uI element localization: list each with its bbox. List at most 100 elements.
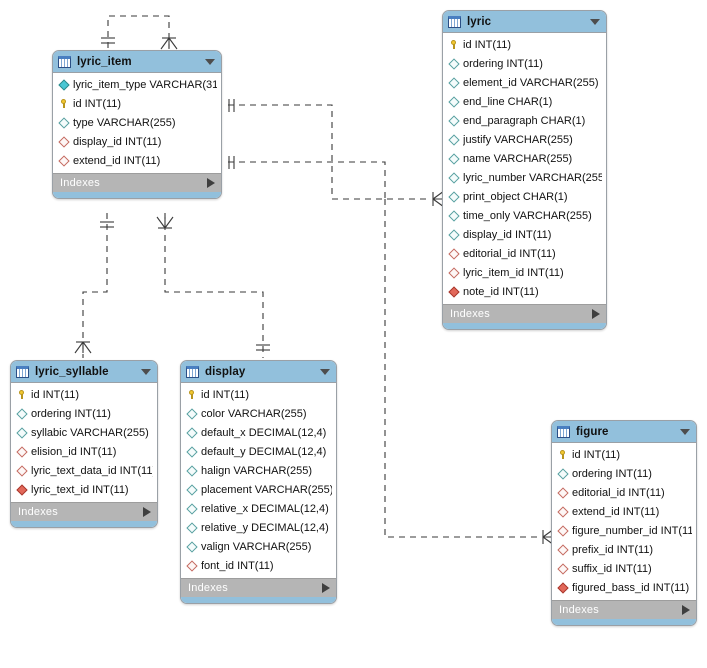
indexes-section-display[interactable]: Indexes bbox=[181, 578, 336, 597]
table-figure[interactable]: figure id INT(11) ordering INT(11) edito… bbox=[551, 420, 697, 626]
field-row[interactable]: editorial_id INT(11) bbox=[552, 483, 696, 502]
table-header-lyric_syllable[interactable]: lyric_syllable bbox=[11, 361, 157, 383]
field-row[interactable]: figured_bass_id INT(11) bbox=[552, 578, 696, 597]
field-label: end_line CHAR(1) bbox=[463, 95, 553, 108]
field-row[interactable]: suffix_id INT(11) bbox=[552, 559, 696, 578]
indexes-label: Indexes bbox=[188, 582, 228, 594]
field-row[interactable]: color VARCHAR(255) bbox=[181, 404, 336, 423]
table-header-lyric[interactable]: lyric bbox=[443, 11, 606, 33]
field-row[interactable]: id INT(11) bbox=[443, 35, 606, 54]
chevron-right-icon[interactable] bbox=[143, 507, 151, 517]
field-row[interactable]: syllabic VARCHAR(255) bbox=[11, 423, 157, 442]
column-icon bbox=[557, 468, 568, 479]
field-label: valign VARCHAR(255) bbox=[201, 540, 312, 553]
field-row[interactable]: ordering INT(11) bbox=[11, 404, 157, 423]
field-row[interactable]: default_x DECIMAL(12,4) bbox=[181, 423, 336, 442]
chevron-down-icon[interactable] bbox=[680, 428, 690, 435]
foreign-key-icon bbox=[58, 136, 69, 147]
table-header-lyric_item[interactable]: lyric_item bbox=[53, 51, 221, 73]
field-list: id INT(11) ordering INT(11) element_id V… bbox=[443, 33, 606, 304]
field-row[interactable]: lyric_number VARCHAR(255) bbox=[443, 168, 606, 187]
column-icon bbox=[186, 446, 197, 457]
field-row[interactable]: prefix_id INT(11) bbox=[552, 540, 696, 559]
column-icon bbox=[16, 427, 27, 438]
field-row[interactable]: elision_id INT(11) bbox=[11, 442, 157, 461]
field-row[interactable]: font_id INT(11) bbox=[181, 556, 336, 575]
field-label: ordering INT(11) bbox=[463, 57, 543, 70]
field-row[interactable]: note_id INT(11) bbox=[443, 282, 606, 301]
field-label: time_only VARCHAR(255) bbox=[463, 209, 592, 222]
column-icon bbox=[16, 408, 27, 419]
field-row[interactable]: justify VARCHAR(255) bbox=[443, 130, 606, 149]
chevron-right-icon[interactable] bbox=[682, 605, 690, 615]
table-bottom-strip bbox=[443, 323, 606, 329]
field-row[interactable]: time_only VARCHAR(255) bbox=[443, 206, 606, 225]
chevron-right-icon[interactable] bbox=[592, 309, 600, 319]
field-label: relative_y DECIMAL(12,4) bbox=[201, 521, 329, 534]
chevron-down-icon[interactable] bbox=[141, 368, 151, 375]
indexes-label: Indexes bbox=[559, 604, 599, 616]
field-row[interactable]: end_paragraph CHAR(1) bbox=[443, 111, 606, 130]
field-row[interactable]: ordering INT(11) bbox=[552, 464, 696, 483]
foreign-key-icon bbox=[557, 544, 568, 555]
field-row[interactable]: lyric_item_id INT(11) bbox=[443, 263, 606, 282]
field-row[interactable]: end_line CHAR(1) bbox=[443, 92, 606, 111]
field-row[interactable]: id INT(11) bbox=[53, 94, 221, 113]
chevron-right-icon[interactable] bbox=[207, 178, 215, 188]
table-lyric_item[interactable]: lyric_item lyric_item_type VARCHAR(31) i… bbox=[52, 50, 222, 199]
indexes-section-lyric[interactable]: Indexes bbox=[443, 304, 606, 323]
column-icon bbox=[58, 117, 69, 128]
field-row[interactable]: extend_id INT(11) bbox=[53, 151, 221, 170]
field-row[interactable]: display_id INT(11) bbox=[443, 225, 606, 244]
field-label: figured_bass_id INT(11) bbox=[572, 581, 690, 594]
field-row[interactable]: print_object CHAR(1) bbox=[443, 187, 606, 206]
table-icon bbox=[557, 425, 570, 438]
chevron-down-icon[interactable] bbox=[205, 58, 215, 65]
field-row[interactable]: lyric_item_type VARCHAR(31) bbox=[53, 75, 221, 94]
field-row[interactable]: id INT(11) bbox=[181, 385, 336, 404]
chevron-down-icon[interactable] bbox=[320, 368, 330, 375]
field-row[interactable]: display_id INT(11) bbox=[53, 132, 221, 151]
table-icon bbox=[448, 15, 461, 28]
field-row[interactable]: ordering INT(11) bbox=[443, 54, 606, 73]
field-label: lyric_text_data_id INT(11) bbox=[31, 464, 153, 477]
table-bottom-strip bbox=[552, 619, 696, 625]
table-header-display[interactable]: display bbox=[181, 361, 336, 383]
field-row[interactable]: relative_x DECIMAL(12,4) bbox=[181, 499, 336, 518]
field-row[interactable]: editorial_id INT(11) bbox=[443, 244, 606, 263]
field-label: placement VARCHAR(255) bbox=[201, 483, 332, 496]
indexes-section-figure[interactable]: Indexes bbox=[552, 600, 696, 619]
table-lyric[interactable]: lyric id INT(11) ordering INT(11) elemen… bbox=[442, 10, 607, 330]
column-icon bbox=[186, 503, 197, 514]
column-icon bbox=[448, 191, 459, 202]
field-row[interactable]: halign VARCHAR(255) bbox=[181, 461, 336, 480]
table-display[interactable]: display id INT(11) color VARCHAR(255) de… bbox=[180, 360, 337, 604]
table-title: lyric_item bbox=[77, 55, 132, 68]
field-row[interactable]: placement VARCHAR(255) bbox=[181, 480, 336, 499]
indexes-section-lyric_syllable[interactable]: Indexes bbox=[11, 502, 157, 521]
field-label: display_id INT(11) bbox=[73, 135, 162, 148]
table-lyric_syllable[interactable]: lyric_syllable id INT(11) ordering INT(1… bbox=[10, 360, 158, 528]
field-row[interactable]: valign VARCHAR(255) bbox=[181, 537, 336, 556]
field-row[interactable]: extend_id INT(11) bbox=[552, 502, 696, 521]
primary-key-icon bbox=[186, 389, 197, 400]
table-icon bbox=[186, 365, 199, 378]
chevron-right-icon[interactable] bbox=[322, 583, 330, 593]
field-row[interactable]: default_y DECIMAL(12,4) bbox=[181, 442, 336, 461]
connector-lyric-item-to-lyric-syllable bbox=[74, 213, 114, 358]
field-row[interactable]: lyric_text_data_id INT(11) bbox=[11, 461, 157, 480]
field-row[interactable]: type VARCHAR(255) bbox=[53, 113, 221, 132]
field-row[interactable]: id INT(11) bbox=[552, 445, 696, 464]
field-row[interactable]: id INT(11) bbox=[11, 385, 157, 404]
field-label: syllabic VARCHAR(255) bbox=[31, 426, 149, 439]
table-header-figure[interactable]: figure bbox=[552, 421, 696, 443]
field-row[interactable]: relative_y DECIMAL(12,4) bbox=[181, 518, 336, 537]
field-row[interactable]: figure_number_id INT(11) bbox=[552, 521, 696, 540]
primary-key-icon bbox=[448, 39, 459, 50]
chevron-down-icon[interactable] bbox=[590, 18, 600, 25]
indexes-section-lyric_item[interactable]: Indexes bbox=[53, 173, 221, 192]
field-row[interactable]: lyric_text_id INT(11) bbox=[11, 480, 157, 499]
field-row[interactable]: element_id VARCHAR(255) bbox=[443, 73, 606, 92]
field-row[interactable]: name VARCHAR(255) bbox=[443, 149, 606, 168]
